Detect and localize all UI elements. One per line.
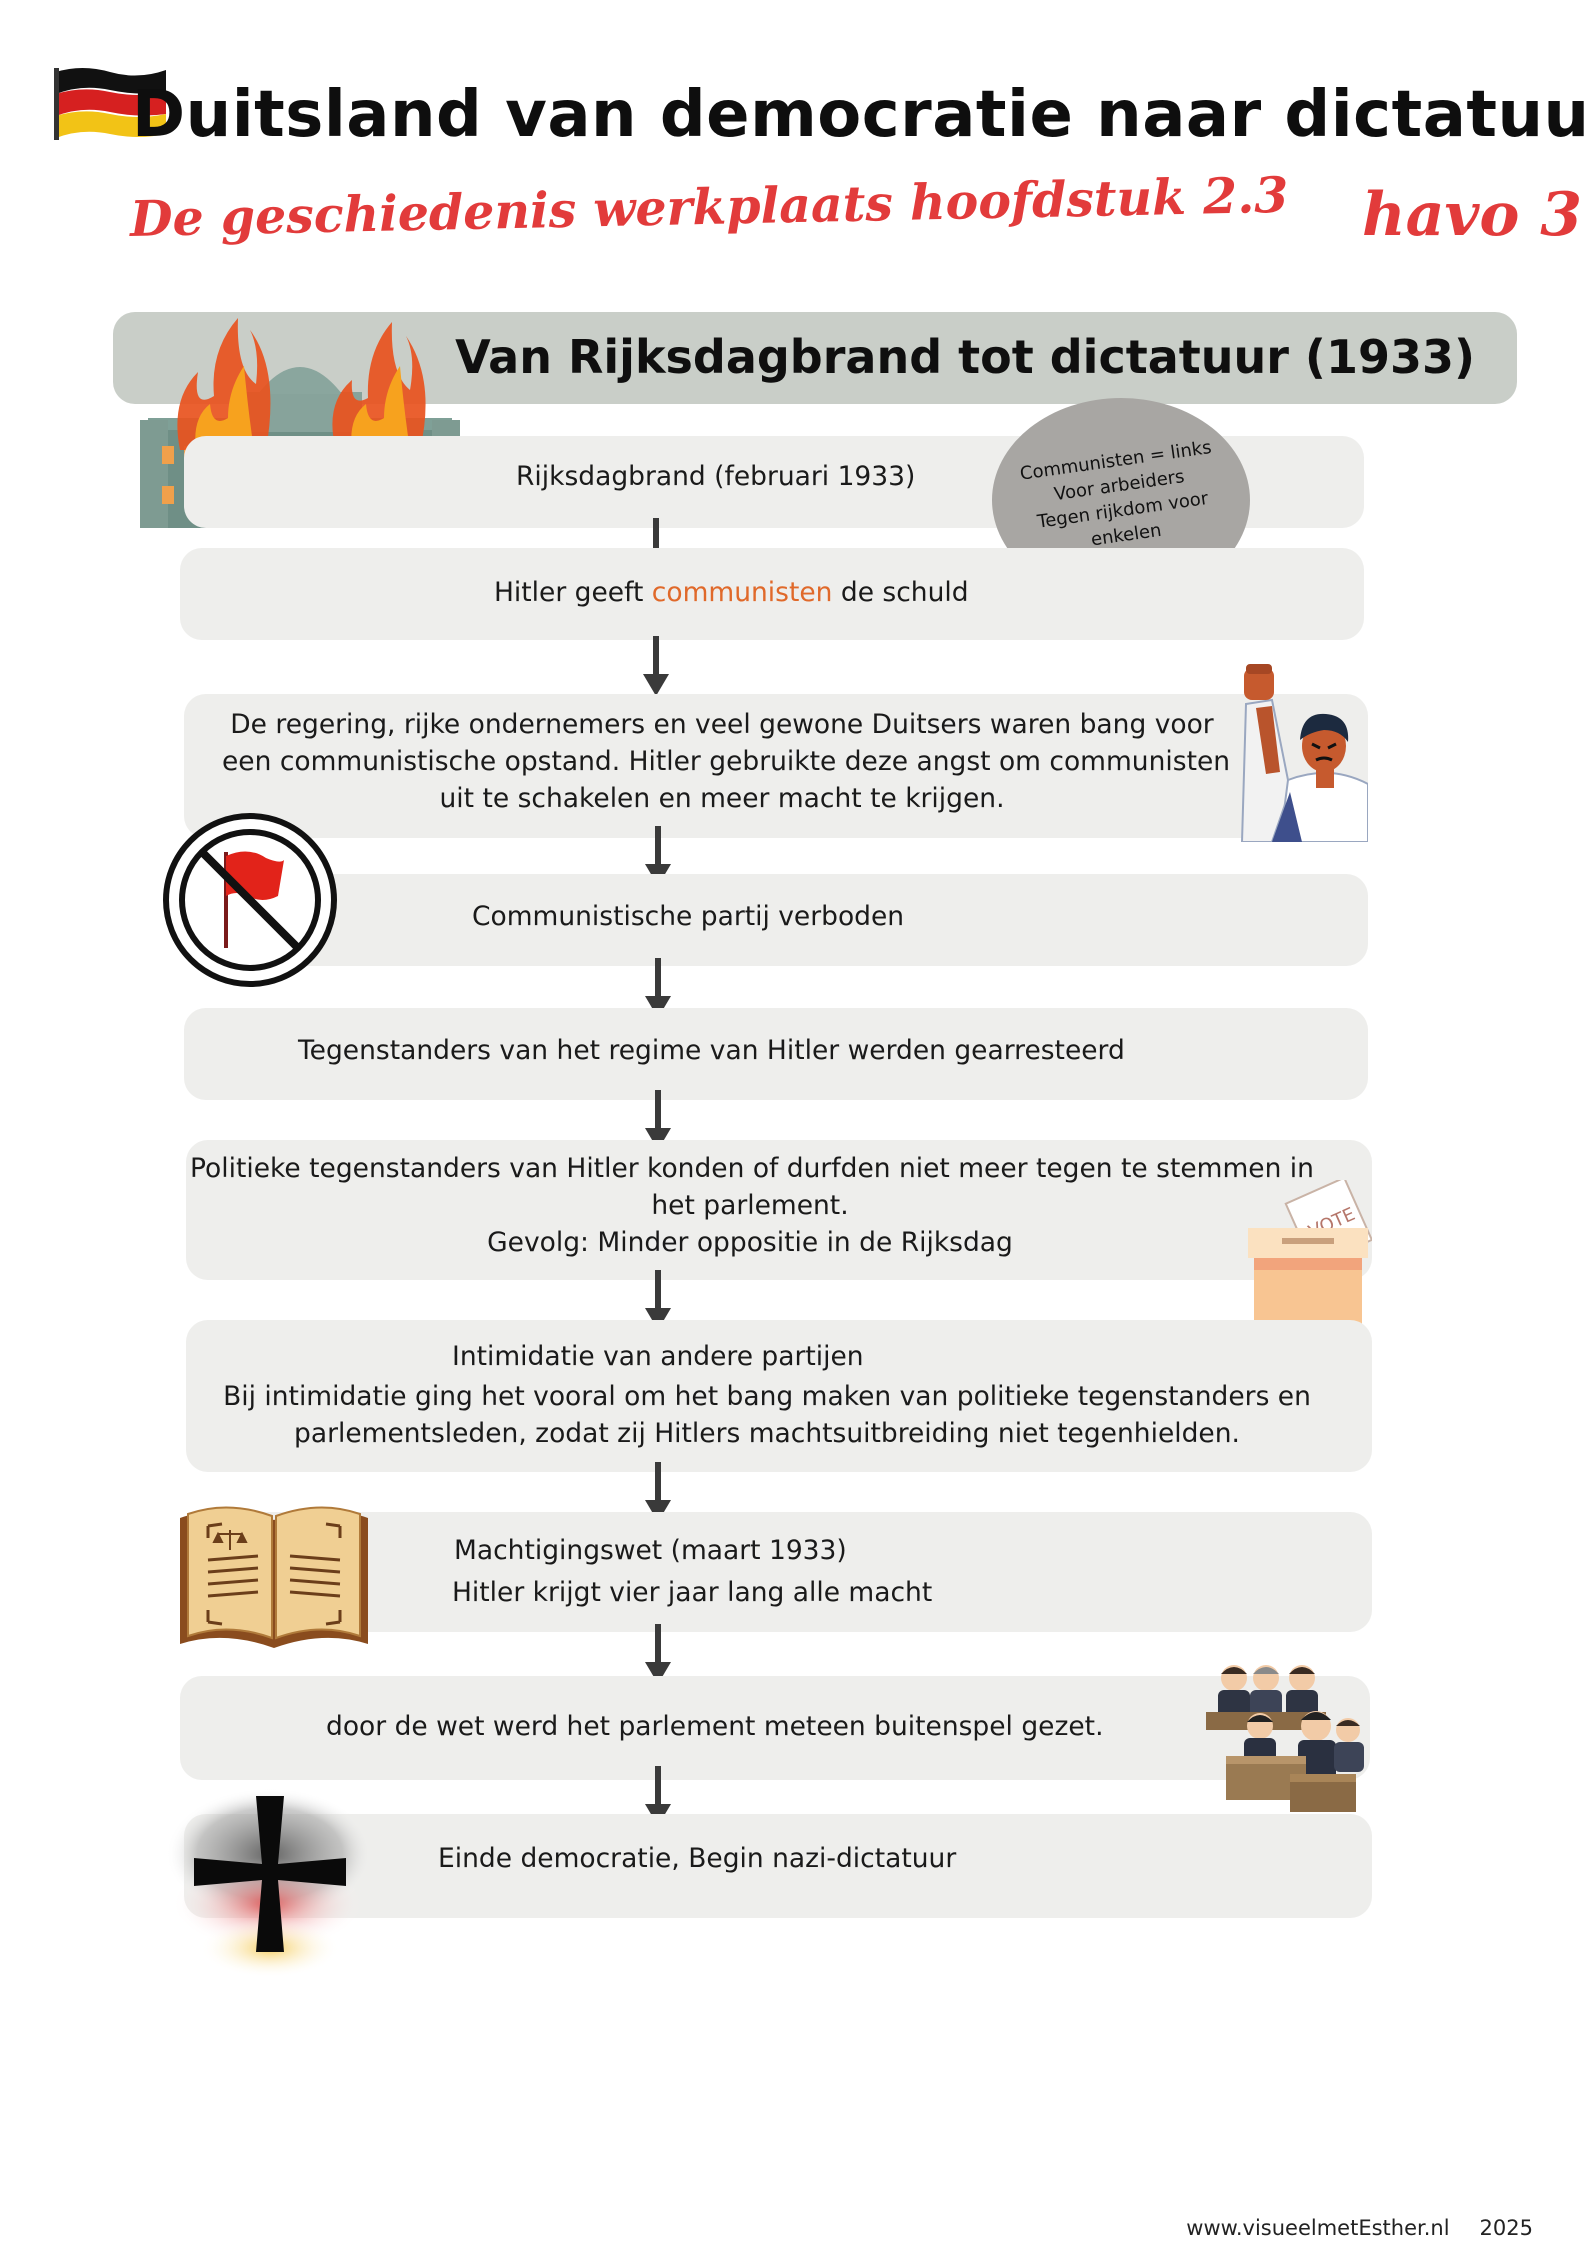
step-2-text-after: de schuld: [832, 577, 969, 608]
step-2-text-before: Hitler geeft: [494, 577, 652, 608]
step-2-highlight: communisten: [651, 577, 833, 608]
step-8-box: Machtigingswet (maart 1933) Hitler krijg…: [186, 1512, 1372, 1632]
step-6-line-1: Politieke tegenstanders van Hitler konde…: [190, 1153, 1314, 1184]
step-3-text: De regering, rijke ondernemers en veel g…: [222, 706, 1231, 817]
step-2-text: Hitler geeft communisten de schuld: [494, 574, 969, 611]
note-text: Communisten = links Voor arbeiders Tegen…: [986, 431, 1255, 566]
step-4-text: Communistische partij verboden: [472, 901, 905, 932]
step-4-box: Communistische partij verboden: [184, 874, 1368, 966]
step-9-box: door de wet werd het parlement meteen bu…: [180, 1676, 1370, 1780]
page-title: Duitsland van democratie naar dictatuur: [132, 78, 1587, 152]
step-1-text: Rijksdagbrand (februari 1933): [516, 461, 916, 492]
ballot-box-icon: VOTE: [1244, 1176, 1374, 1328]
law-book-icon: [174, 1498, 374, 1654]
step-3-line-3: uit te schakelen en meer macht te krijge…: [439, 783, 1005, 814]
footer-website: www.visueelmetEsther.nl: [1186, 2216, 1450, 2240]
step-3-line-1: De regering, rijke ondernemers en veel g…: [230, 709, 1214, 740]
section-title: Van Rijksdagbrand tot dictatuur (1933): [455, 330, 1475, 384]
step-7-text: Bij intimidatie ging het vooral om het b…: [202, 1378, 1332, 1452]
banned-red-flag-icon: [162, 812, 338, 988]
step-7-line-1: Bij intimidatie ging het vooral om het b…: [223, 1381, 1311, 1412]
step-10-box: Einde democratie, Begin nazi-dictatuur: [184, 1814, 1372, 1918]
step-5-text: Tegenstanders van het regime van Hitler …: [298, 1035, 1125, 1066]
step-6-line-2: het parlement.: [651, 1190, 849, 1221]
down-arrow-icon: [643, 636, 669, 696]
step-8-line-1: Machtigingswet (maart 1933): [454, 1535, 847, 1566]
step-7-box: Intimidatie van andere partijen Bij inti…: [186, 1320, 1372, 1472]
step-6-box: Politieke tegenstanders van Hitler konde…: [186, 1140, 1372, 1280]
down-arrow-icon: [645, 1270, 671, 1330]
raised-fist-man-icon: [1232, 660, 1369, 843]
page-subtitle: De geschiedenis werkplaats hoofdstuk 2.3: [129, 165, 1289, 248]
german-flag-icon: [52, 62, 170, 142]
parliament-members-icon: [1204, 1656, 1372, 1816]
step-7-line-2: parlementsleden, zodat zij Hitlers macht…: [294, 1418, 1240, 1449]
footer-year: 2025: [1479, 2216, 1533, 2240]
step-3-line-2: een communistische opstand. Hitler gebru…: [222, 746, 1231, 777]
step-9-text: door de wet werd het parlement meteen bu…: [326, 1711, 1104, 1742]
step-3-box: De regering, rijke ondernemers en veel g…: [184, 694, 1368, 838]
footer: www.visueelmetEsther.nl 2025: [1186, 2216, 1533, 2240]
step-8-line-2: Hitler krijgt vier jaar lang alle macht: [452, 1577, 933, 1608]
step-6-text: Politieke tegenstanders van Hitler konde…: [190, 1150, 1314, 1261]
step-5-box: Tegenstanders van het regime van Hitler …: [184, 1008, 1368, 1100]
iron-cross-icon: [160, 1784, 380, 1980]
down-arrow-icon: [645, 1462, 671, 1522]
step-2-box: Hitler geeft communisten de schuld: [180, 548, 1364, 640]
step-10-text: Einde democratie, Begin nazi-dictatuur: [438, 1843, 957, 1874]
step-6-line-3: Gevolg: Minder oppositie in de Rijksdag: [487, 1227, 1013, 1258]
level-label: havo 3: [1362, 180, 1583, 250]
step-7-heading: Intimidatie van andere partijen: [452, 1341, 864, 1372]
down-arrow-icon: [645, 958, 671, 1018]
down-arrow-icon: [645, 1090, 671, 1150]
down-arrow-icon: [645, 1624, 671, 1684]
